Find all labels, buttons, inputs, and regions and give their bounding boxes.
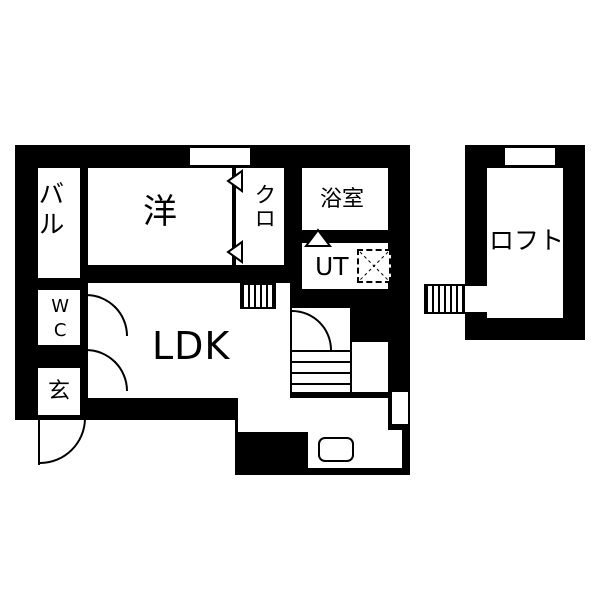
room-ldk-extension-floor <box>238 398 388 432</box>
washing-machine-pan <box>357 249 391 283</box>
label-entrance: 玄 <box>48 379 71 404</box>
label-ldk: LDK <box>152 324 231 368</box>
room-closet-floor <box>236 168 284 265</box>
counter-hatch <box>240 283 276 309</box>
window-loft-top <box>505 145 555 168</box>
loft-ladder-hatch <box>424 284 465 314</box>
stair-step-line <box>292 372 350 374</box>
wc-door-leaf <box>85 294 87 337</box>
room-bathroom-floor <box>302 168 388 230</box>
label-loft: ロフト <box>489 226 565 255</box>
stair-step-line <box>292 383 350 385</box>
loft-ladder-opening <box>465 286 487 312</box>
stairs-right-line <box>350 308 352 392</box>
label-utility: UT <box>315 252 349 281</box>
kitchen-sink <box>318 437 354 462</box>
hall-door-leaf <box>85 349 87 392</box>
room-balcony-floor <box>38 168 80 278</box>
label-closet: クロ <box>250 183 276 231</box>
room-entrance-floor <box>38 368 80 415</box>
window-main-top <box>190 145 250 168</box>
stairs-left-line <box>290 308 292 392</box>
label-balcony: バル <box>33 180 64 240</box>
right-wall-door <box>390 390 410 426</box>
under-stairs-area <box>352 342 388 392</box>
stair-step-line <box>292 350 350 352</box>
entrance-door-leaf <box>38 418 40 465</box>
label-bathroom: 浴室 <box>320 187 365 212</box>
stair-step-line <box>292 361 350 363</box>
label-wc: WC <box>49 296 71 344</box>
entrance-door-arc <box>40 418 86 464</box>
room-loft-floor <box>487 168 563 318</box>
room-western-floor <box>88 168 232 265</box>
room-wc-floor <box>38 290 80 345</box>
label-western-room: 洋 <box>143 192 177 232</box>
